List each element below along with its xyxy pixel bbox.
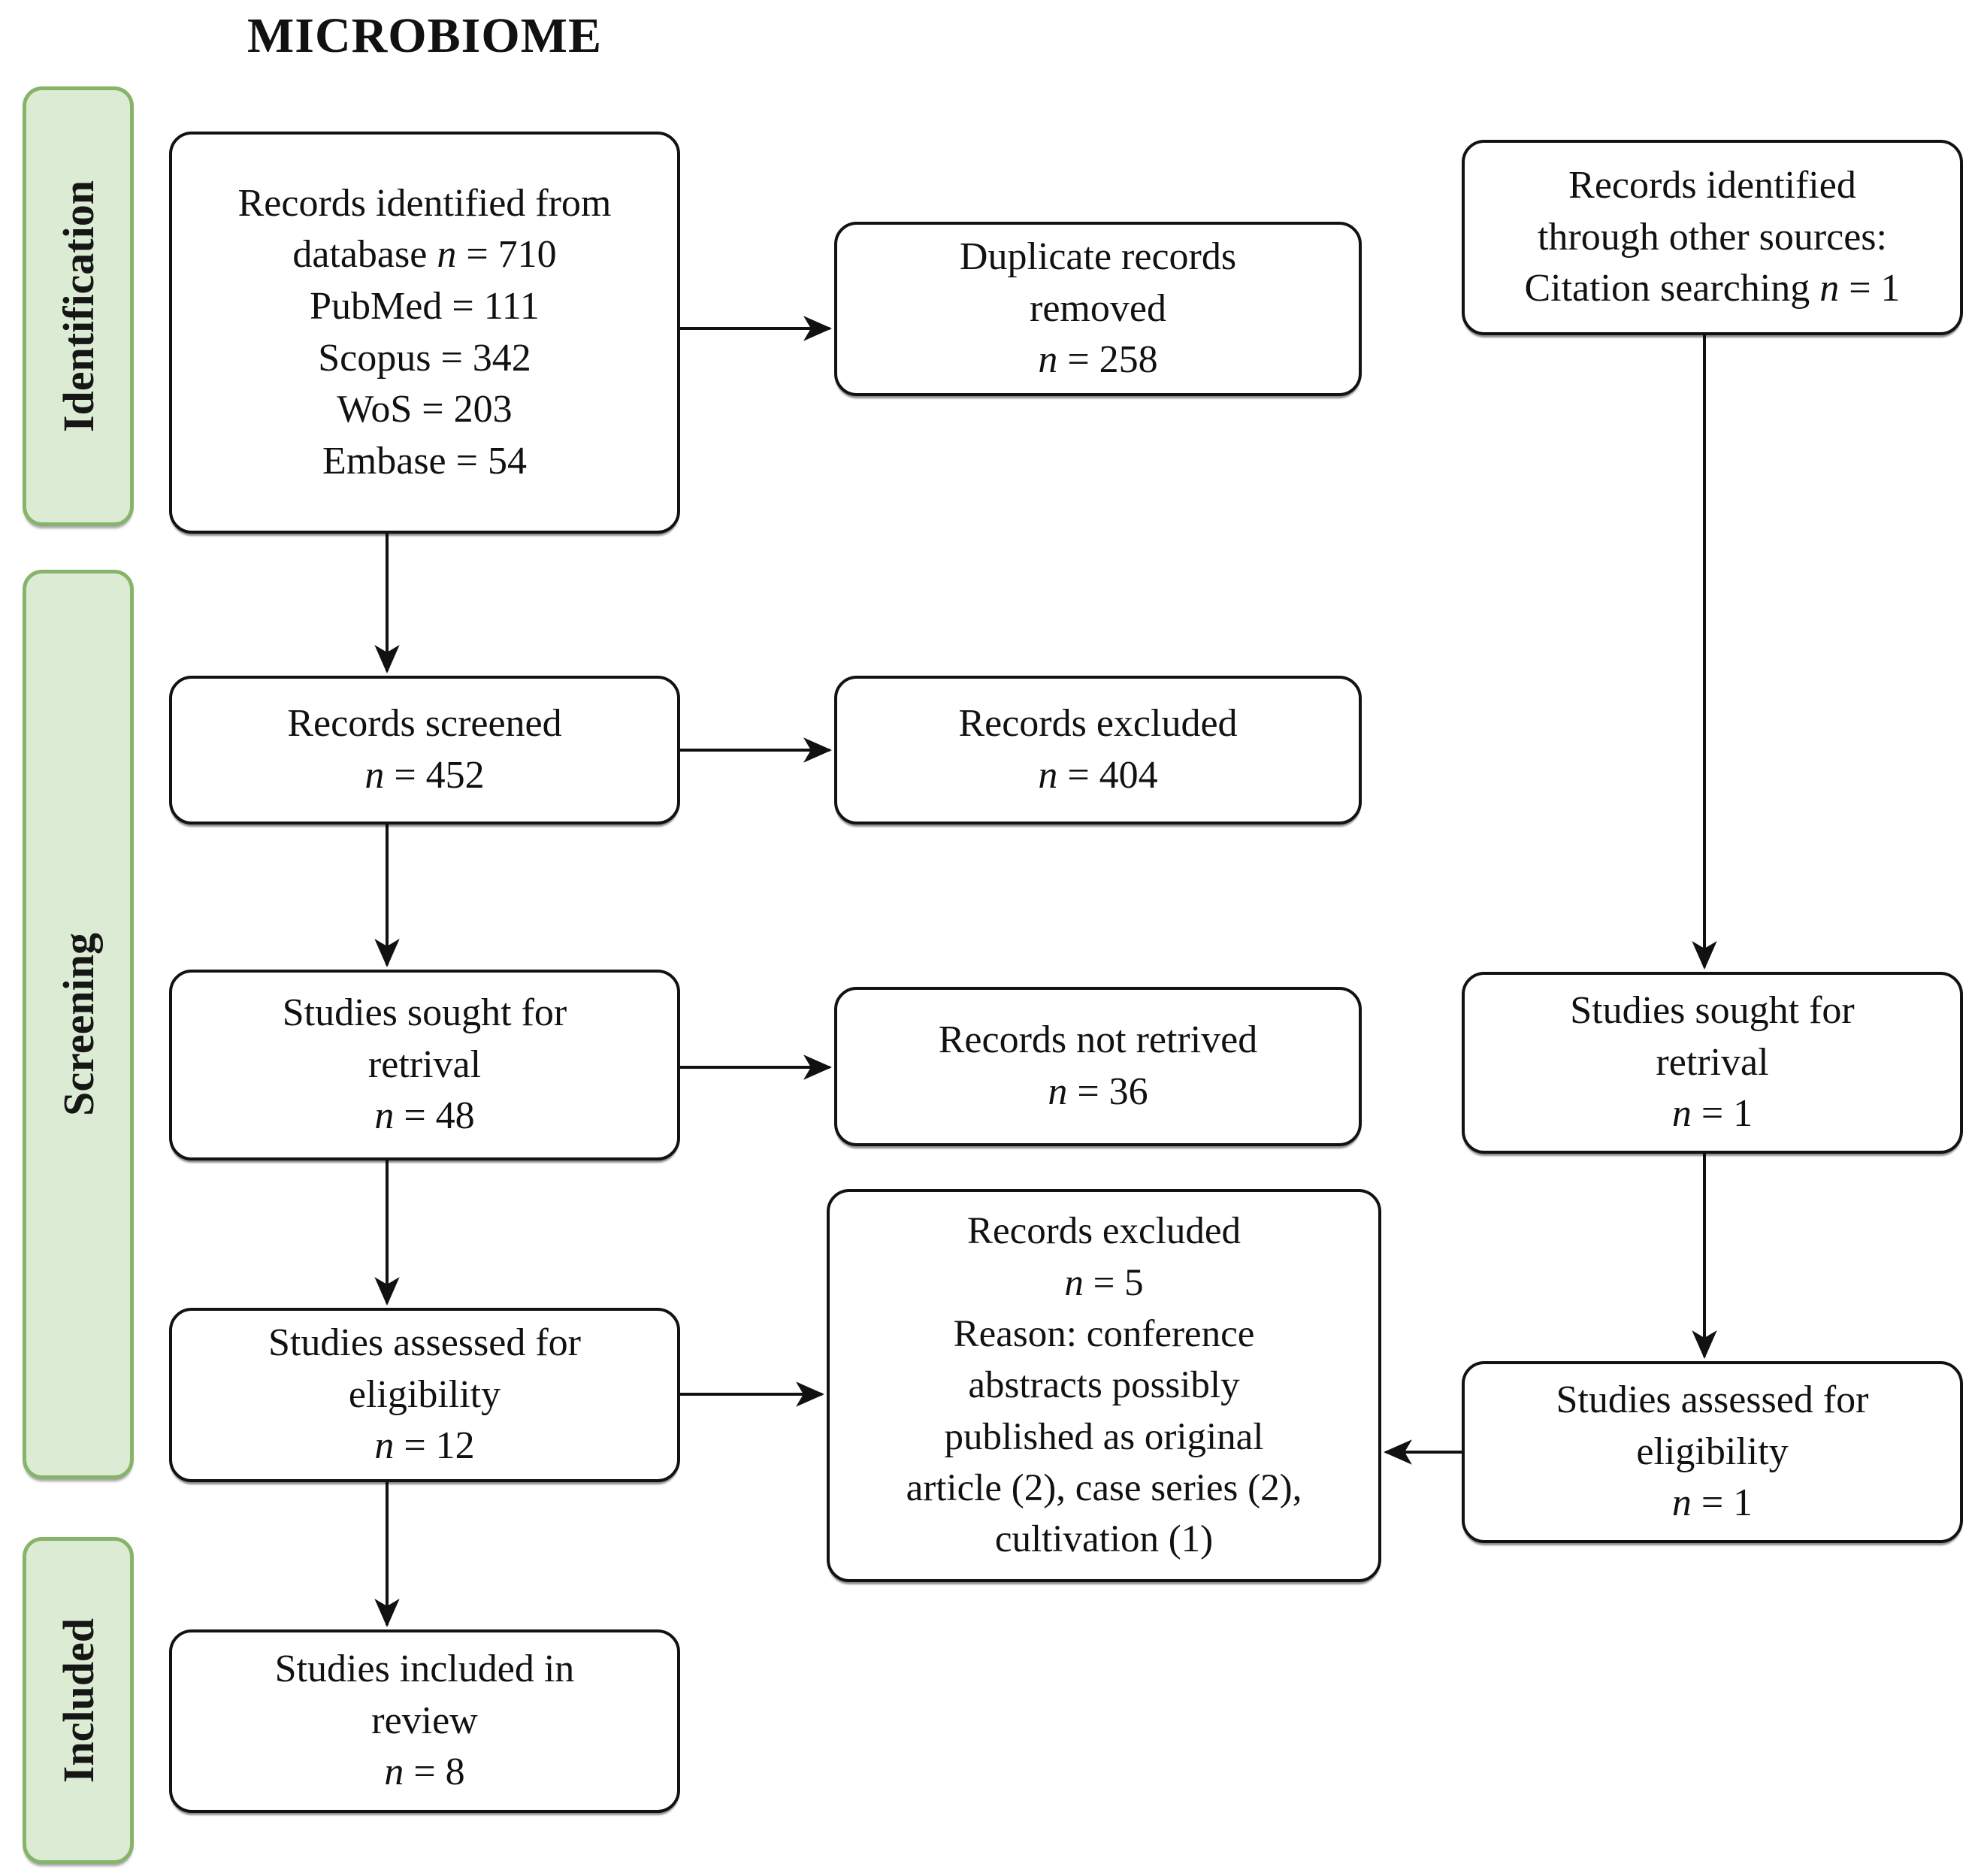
box-line: Studies assessed for <box>1556 1378 1869 1422</box>
box-line: Records excluded <box>967 1210 1241 1253</box>
box-studies-included-review: Studies included in review n = 8 <box>169 1629 680 1813</box>
box-records-excluded-reasons: Records excluded n = 5 Reason: conferenc… <box>827 1189 1381 1582</box>
box-records-identified-database: Records identified from database n = 710… <box>169 132 680 534</box>
box-line: Records not retrived <box>938 1018 1258 1062</box>
box-line: n = 404 <box>1038 754 1158 797</box>
box-line: retrival <box>1656 1040 1769 1084</box>
box-line: Scopus = 342 <box>318 336 531 380</box>
box-line: n = 258 <box>1038 338 1158 382</box>
box-studies-assessed-eligibility-other: Studies assessed for eligibility n = 1 <box>1462 1361 1963 1543</box>
page-title: MICROBIOME <box>247 8 602 63</box>
box-line: Duplicate records <box>959 235 1237 279</box>
box-line: Studies sought for <box>282 991 567 1035</box>
stage-bar-identification: Identification <box>23 86 134 526</box>
box-line: through other sources: <box>1537 215 1887 259</box>
box-line: abstracts possibly <box>968 1364 1240 1407</box>
box-line: database n = 710 <box>292 233 557 277</box>
box-line: Embase = 54 <box>322 439 527 483</box>
box-records-not-retrieved: Records not retrived n = 36 <box>834 987 1362 1146</box>
box-studies-sought-retrieval-other: Studies sought for retrival n = 1 <box>1462 972 1963 1154</box>
box-line: n = 5 <box>1064 1261 1144 1304</box>
box-line: n = 48 <box>374 1094 475 1138</box>
box-line: Studies sought for <box>1570 989 1855 1033</box>
box-line: review <box>371 1699 478 1742</box>
box-duplicate-records-removed: Duplicate records removed n = 258 <box>834 222 1362 396</box>
box-records-excluded: Records excluded n = 404 <box>834 676 1362 825</box>
box-line: Records excluded <box>958 702 1238 746</box>
box-line: eligibility <box>1636 1430 1789 1473</box>
box-line: article (2), case series (2), <box>906 1466 1302 1509</box>
stage-bar-included: Included <box>23 1537 134 1864</box>
box-line: n = 452 <box>364 754 485 797</box>
box-records-other-sources: Records identified through other sources… <box>1462 140 1963 335</box>
box-line: Citation searching n = 1 <box>1524 267 1901 310</box>
box-line: published as original <box>944 1415 1264 1458</box>
box-line: n = 36 <box>1048 1070 1148 1113</box>
box-line: Records identified from <box>237 181 612 225</box>
box-line: Studies assessed for <box>268 1321 581 1365</box>
box-line: Records screened <box>287 702 562 746</box>
box-line: n = 1 <box>1671 1481 1753 1525</box>
box-line: Reason: conference <box>953 1313 1255 1355</box>
box-line: n = 12 <box>374 1424 475 1468</box>
stage-bar-screening: Screening <box>23 570 134 1479</box>
box-studies-assessed-eligibility: Studies assessed for eligibility n = 12 <box>169 1308 680 1482</box>
box-line: PubMed = 111 <box>310 284 540 328</box>
box-studies-sought-retrieval: Studies sought for retrival n = 48 <box>169 970 680 1160</box>
box-line: retrival <box>367 1042 482 1086</box>
box-line: removed <box>1030 286 1166 330</box>
box-line: Studies included in <box>274 1648 575 1691</box>
box-records-screened: Records screened n = 452 <box>169 676 680 825</box>
box-line: Records identified <box>1568 164 1856 207</box>
box-line: n = 1 <box>1671 1092 1753 1136</box>
box-line: cultivation (1) <box>994 1518 1214 1561</box>
box-line: eligibility <box>348 1372 501 1416</box>
box-line: WoS = 203 <box>337 388 513 431</box>
box-line: n = 8 <box>384 1750 465 1794</box>
